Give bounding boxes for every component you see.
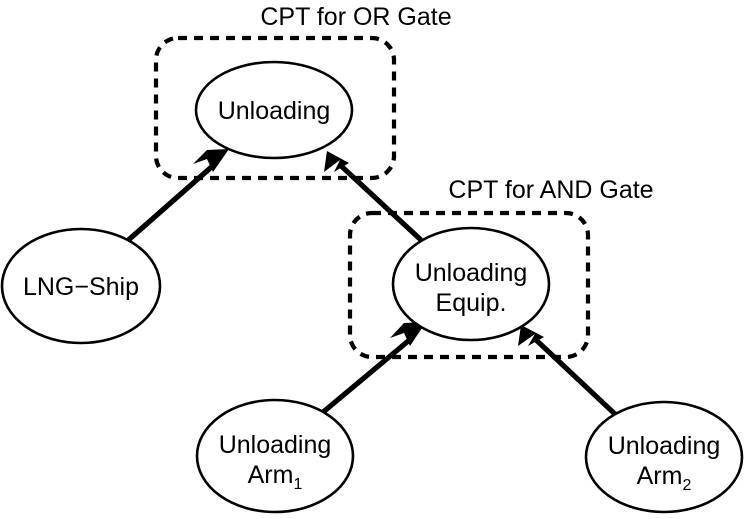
node-unloading-arm-1[interactable]: Unloading Arm1 — [195, 398, 355, 514]
edge-line — [320, 335, 415, 415]
node-unloading[interactable]: Unloading — [194, 60, 354, 160]
node-unloading-arm-2[interactable]: Unloading Arm2 — [584, 400, 744, 514]
arrow-head-icon — [518, 325, 544, 346]
edge-line — [123, 161, 218, 245]
cpt-and-gate-title: CPT for AND Gate — [448, 176, 653, 204]
arrow-head-icon — [193, 149, 229, 172]
node-label-line-2: Equip. — [436, 289, 507, 317]
node-label-base: Arm — [637, 462, 683, 490]
edge-line — [337, 162, 423, 242]
node-label: Unloading — [218, 97, 331, 125]
arrow-head-icon — [390, 322, 426, 346]
node-label: LNG−Ship — [23, 273, 139, 301]
node-ellipse — [584, 400, 744, 514]
node-ellipse — [391, 226, 551, 342]
node-label-line-1: Unloading — [608, 432, 721, 460]
arrow-head-icon — [324, 151, 349, 172]
node-label-base: Arm — [248, 461, 294, 489]
cpt-and-gate-box — [347, 210, 591, 360]
edge-unloading-equip-to-unloading — [324, 151, 423, 242]
node-label-line-1: Unloading — [415, 259, 528, 287]
node-unloading-equip[interactable]: Unloading Equip. — [391, 226, 551, 342]
cpt-or-gate-title: CPT for OR Gate — [260, 3, 451, 31]
edge-line — [532, 336, 618, 417]
node-label-subscript: 2 — [682, 477, 691, 494]
node-ellipse — [194, 60, 354, 160]
node-label-line-2: Arm1 — [248, 461, 303, 493]
node-label-subscript: 1 — [293, 476, 302, 493]
node-lng-ship[interactable]: LNG−Ship — [0, 227, 162, 345]
node-ellipse — [0, 227, 162, 345]
edge-lng-ship-to-unloading — [123, 149, 229, 245]
cpt-or-gate-box — [153, 35, 397, 181]
node-label-line-2: Arm2 — [637, 462, 692, 494]
edge-arm1-to-unloading-equip — [320, 322, 426, 415]
node-label-line-1: Unloading — [219, 431, 332, 459]
edge-arm2-to-unloading-equip — [518, 325, 618, 417]
node-ellipse — [195, 398, 355, 514]
